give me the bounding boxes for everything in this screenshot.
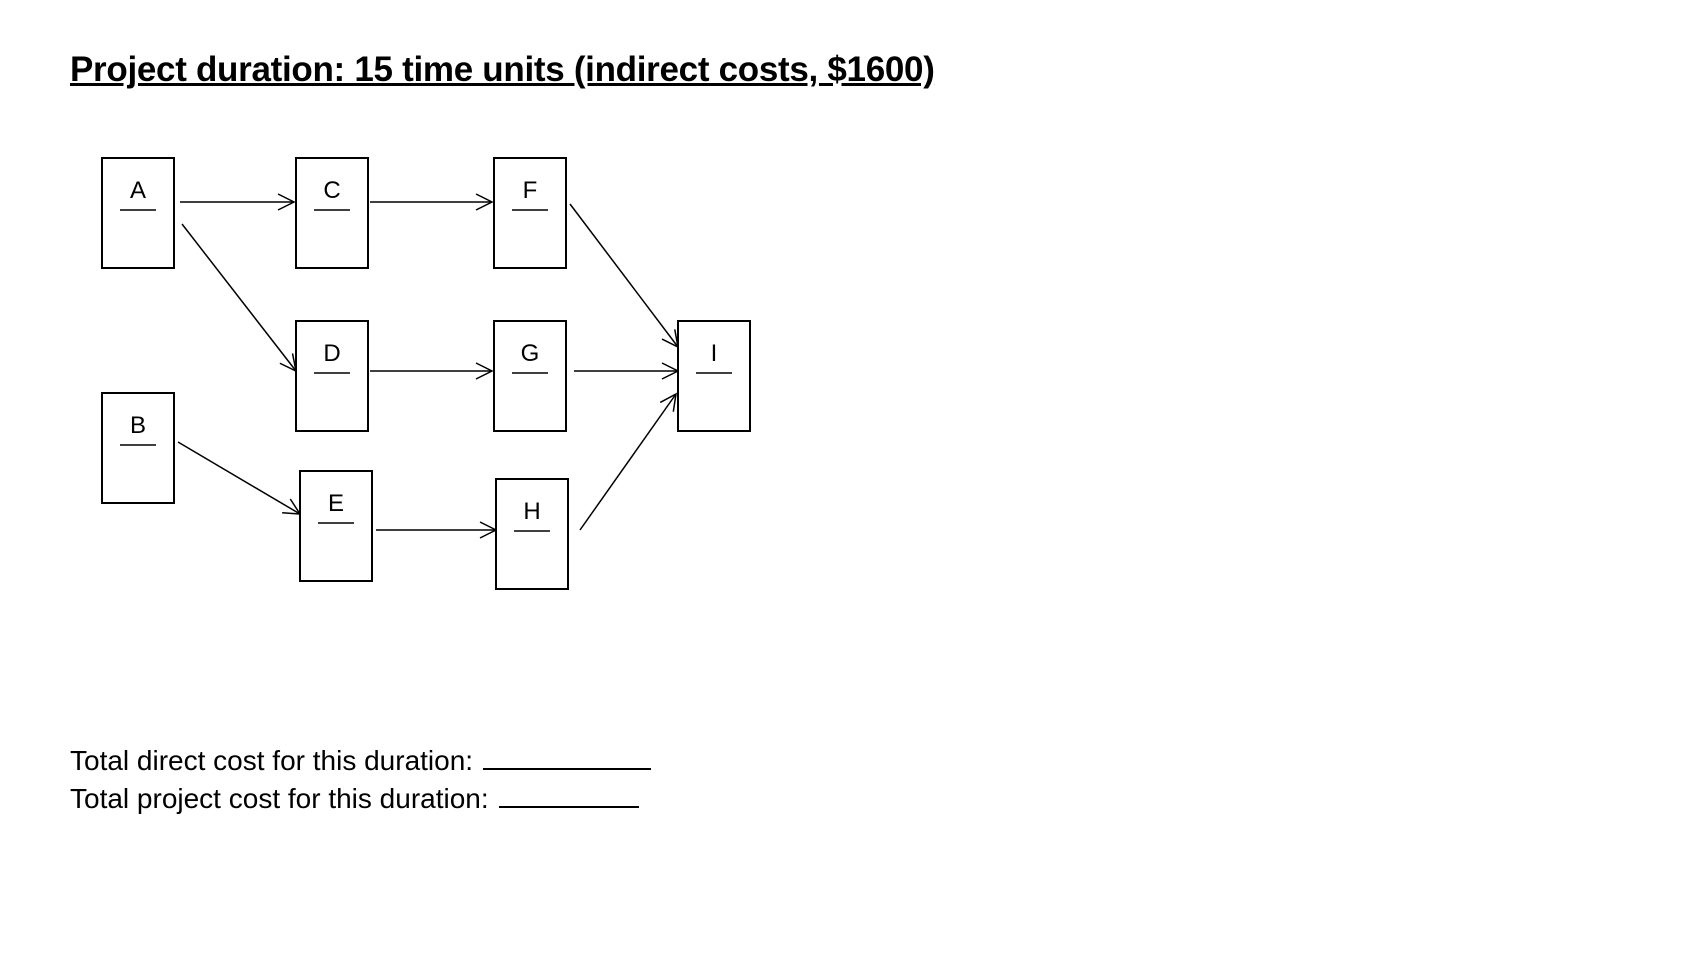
activity-label-a: A bbox=[130, 177, 146, 204]
arrow-a-to-d bbox=[181, 223, 298, 373]
activity-box-h bbox=[495, 478, 569, 590]
activity-node-i: I bbox=[677, 320, 751, 432]
activity-node-c: C bbox=[295, 157, 369, 269]
activity-node-d: D bbox=[295, 320, 369, 432]
activity-box-g bbox=[493, 320, 567, 432]
activity-box-i bbox=[677, 320, 751, 432]
activity-label-i: I bbox=[711, 340, 718, 367]
page-title: Project duration: 15 time units (indirec… bbox=[70, 50, 935, 89]
activity-label-d: D bbox=[323, 340, 340, 367]
activity-label-b: B bbox=[130, 412, 146, 439]
arrow-h-to-i bbox=[579, 392, 677, 531]
direct-cost-label: Total direct cost for this duration: bbox=[70, 745, 474, 776]
arrow-b-to-e bbox=[177, 441, 302, 515]
activity-label-e: E bbox=[328, 490, 344, 517]
activity-node-g: G bbox=[493, 320, 567, 432]
project-cost-line: Total project cost for this duration: bbox=[70, 783, 639, 815]
activity-label-f: F bbox=[523, 177, 538, 204]
activity-box-f bbox=[493, 157, 567, 269]
project-cost-blank[interactable] bbox=[498, 784, 639, 808]
activity-box-d bbox=[295, 320, 369, 432]
direct-cost-line: Total direct cost for this duration: bbox=[70, 745, 652, 777]
activity-node-h: H bbox=[495, 478, 569, 590]
activity-node-e: E bbox=[299, 470, 373, 582]
activity-label-c: C bbox=[323, 177, 340, 204]
activity-label-h: H bbox=[523, 498, 540, 525]
direct-cost-blank[interactable] bbox=[483, 746, 652, 770]
activity-node-a: A bbox=[101, 157, 175, 269]
project-cost-label: Total project cost for this duration: bbox=[70, 783, 489, 814]
activity-box-a bbox=[101, 157, 175, 269]
activity-node-f: F bbox=[493, 157, 567, 269]
activity-label-g: G bbox=[521, 340, 540, 367]
arrow-f-to-i bbox=[569, 203, 680, 349]
activity-box-e bbox=[299, 470, 373, 582]
activity-box-b bbox=[101, 392, 175, 504]
activity-node-b: B bbox=[101, 392, 175, 504]
activity-box-c bbox=[295, 157, 369, 269]
